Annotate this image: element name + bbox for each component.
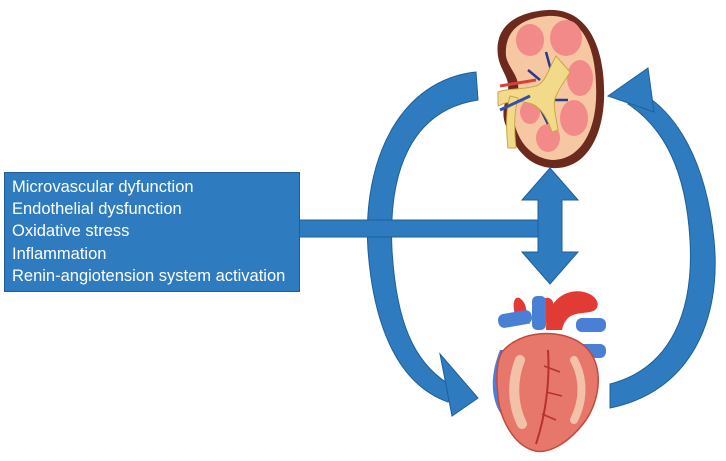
heart-to-kidney-arrow: [606, 67, 716, 409]
heart-icon: [492, 291, 606, 453]
mechanism-item: Renin-angiotension system activation: [12, 266, 286, 285]
double-headed-arrow: [520, 167, 580, 285]
mechanism-item: Inflammation: [12, 244, 107, 263]
mechanism-item: Oxidative stress: [12, 222, 130, 241]
box-connector-arrow: [297, 219, 563, 238]
kidney-to-heart-arrow: [366, 71, 479, 417]
kidney-icon: [497, 9, 605, 169]
mechanism-item: Microvascular dyfunction: [12, 178, 194, 196]
mechanisms-box: Microvascular dyfunction Endothelial dys…: [4, 172, 300, 292]
mechanism-item: Endothelial dysfunction: [12, 200, 182, 219]
